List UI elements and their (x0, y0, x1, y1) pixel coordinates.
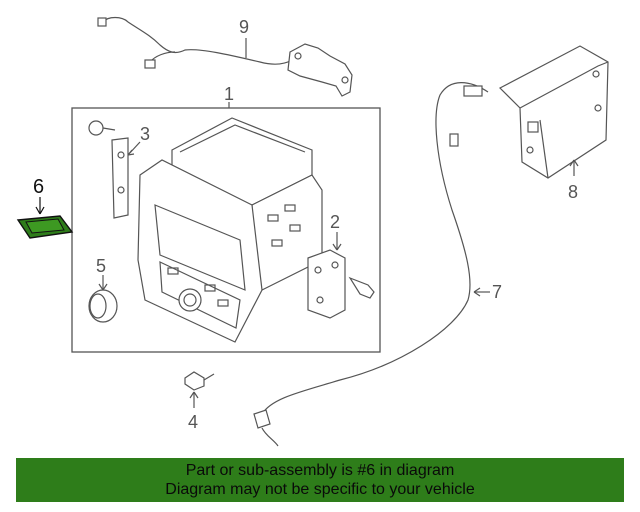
part-8-module[interactable] (498, 45, 609, 179)
part-1-head-unit[interactable] (137, 117, 323, 343)
part-6-pad[interactable] (16, 197, 74, 239)
banner-line-1: Part or sub-assembly is #6 in diagram (185, 462, 455, 479)
part-4-bolt[interactable] (184, 371, 215, 408)
callout-4: 4 (188, 412, 198, 432)
callout-2: 2 (330, 212, 340, 232)
callout-6: 6 (33, 176, 44, 198)
callout-7: 7 (492, 282, 502, 302)
callout-1: 1 (224, 84, 234, 104)
callout-8: 8 (568, 182, 578, 202)
callout-9: 9 (239, 17, 249, 37)
part-notice-banner: Part or sub-assembly is #6 in diagram Di… (16, 458, 624, 502)
assembly-box (71, 107, 381, 353)
part-3-bracket[interactable] (88, 120, 141, 219)
part-7-cable[interactable] (253, 82, 490, 447)
callout-5: 5 (96, 256, 106, 276)
callout-3: 3 (140, 124, 150, 144)
banner-line-2: Diagram may not be specific to your vehi… (165, 481, 475, 498)
part-5-knob[interactable] (88, 275, 118, 323)
part-2-bracket[interactable] (307, 232, 375, 319)
part-9-antenna-harness[interactable] (97, 16, 353, 97)
